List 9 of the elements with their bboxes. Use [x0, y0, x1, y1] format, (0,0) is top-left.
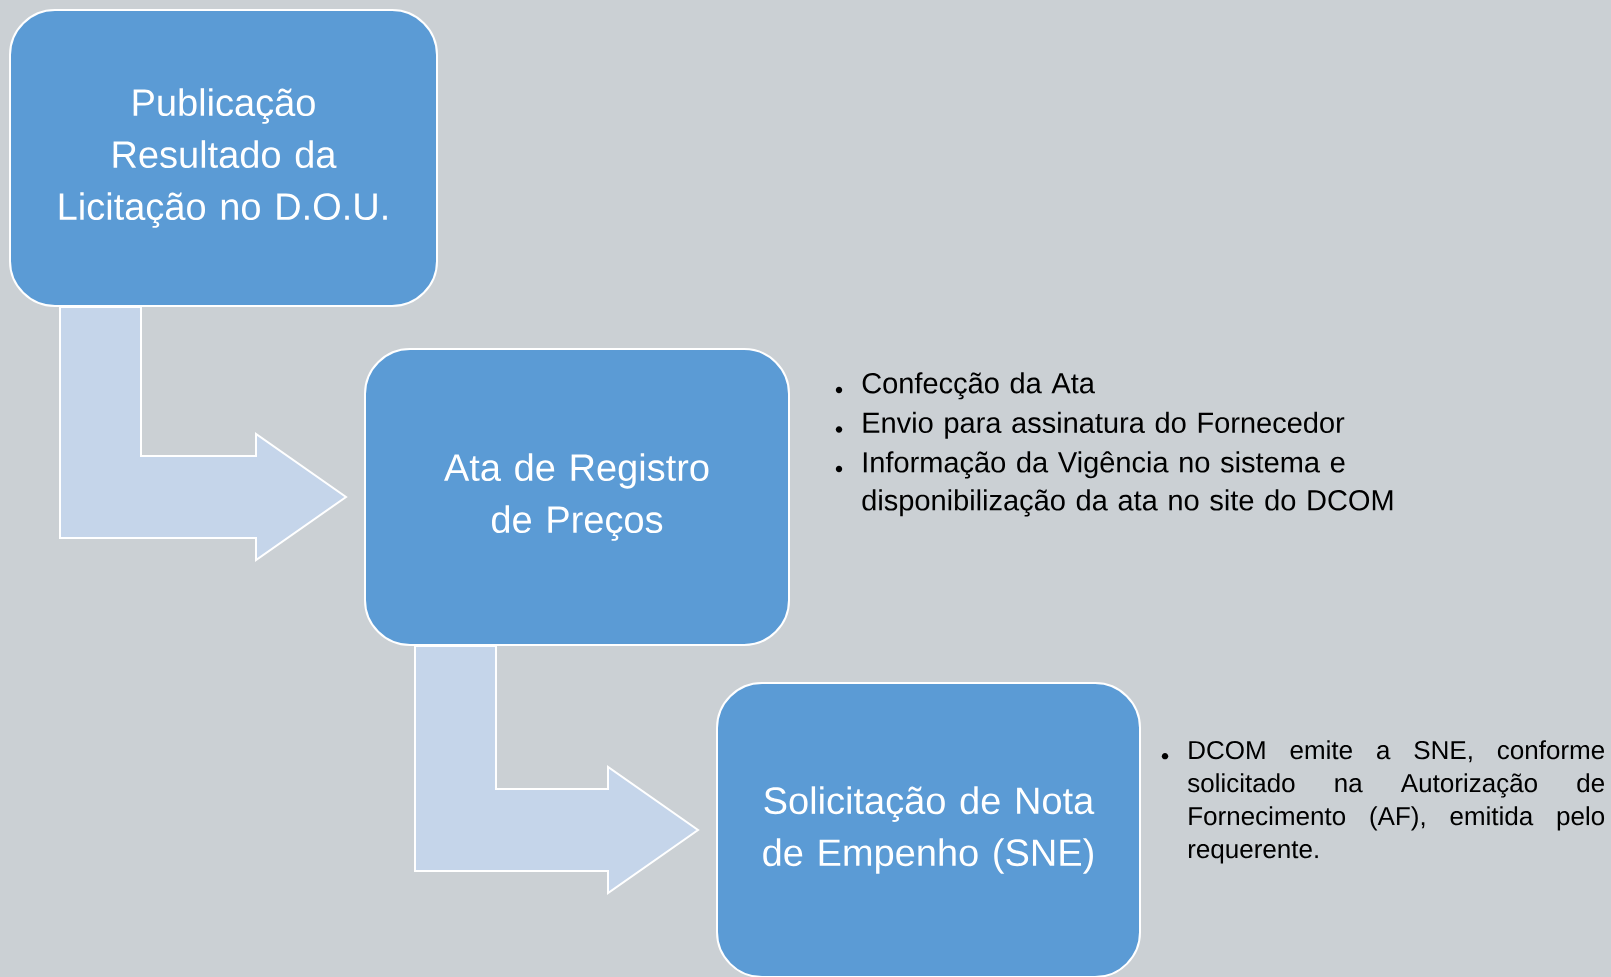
bullet-text: Informação da Vigência no sistema e disponibilização da ata no site do DCOM	[862, 451, 1393, 517]
process-box: Publicação Resultado da Licitação no D.O.U.	[9, 9, 438, 307]
bullet-text: Confecção da Ata	[862, 372, 1095, 400]
process-box: Ata de Registro de Preços	[364, 348, 790, 646]
process-box: Solicitação de Nota de Empenho (SNE)	[716, 682, 1141, 977]
bullet-text: DCOM emite a SNE, conforme solicitado na Autorização de Fornecimento (AF), emitida pelo requerente.	[1187, 740, 1605, 864]
bent-arrow	[59, 306, 348, 562]
bent-arrow	[414, 645, 700, 895]
bullet-text: Envio para assinatura do Fornecedor	[863, 411, 1345, 439]
